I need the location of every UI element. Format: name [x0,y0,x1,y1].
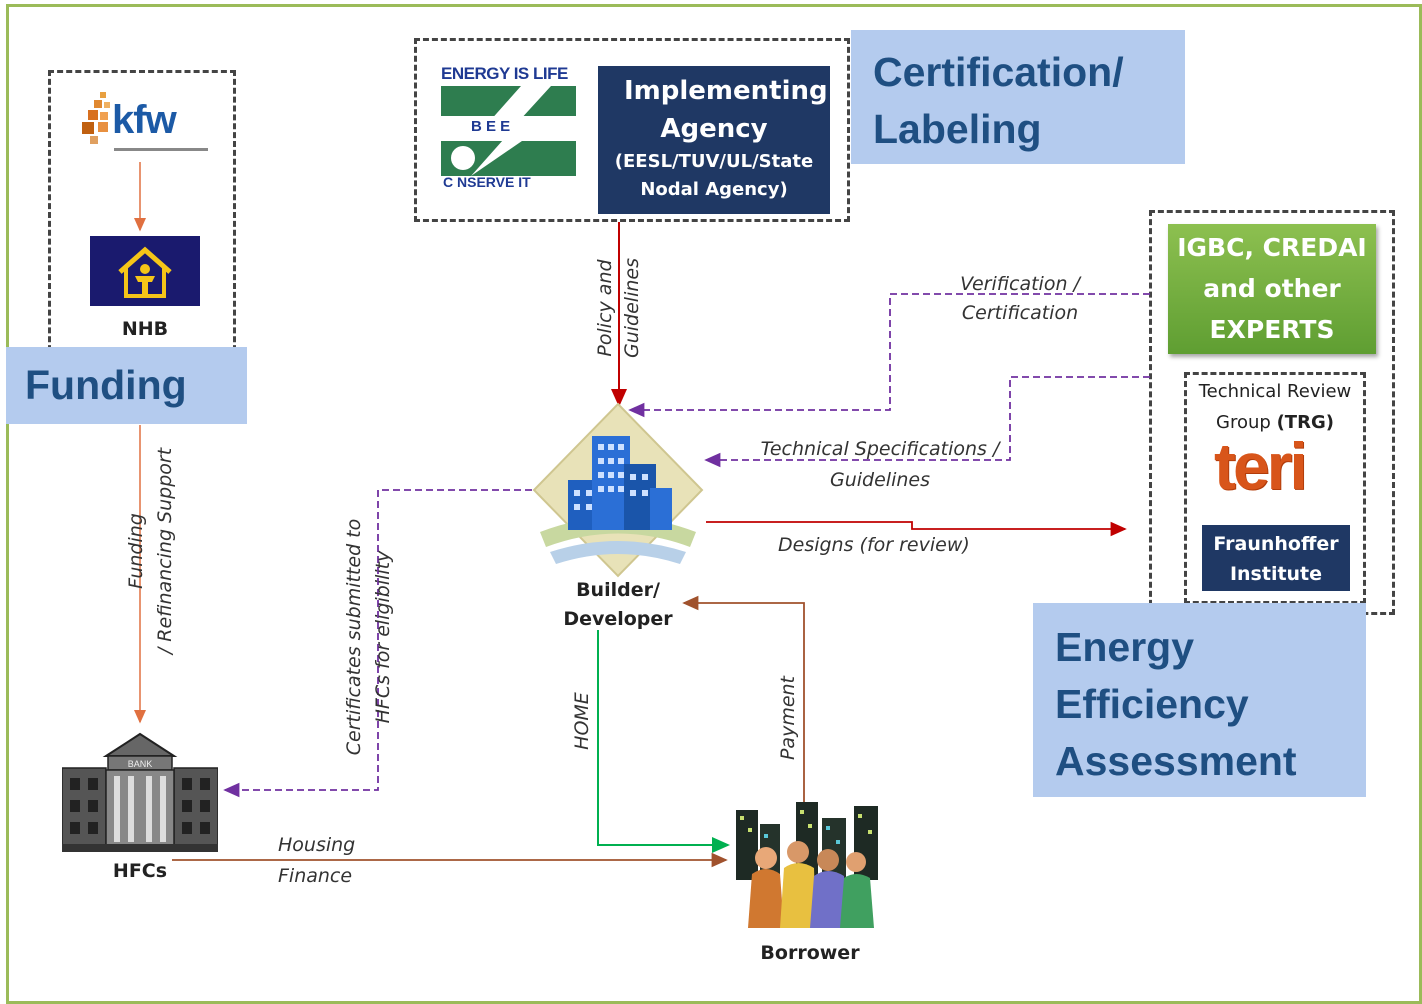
borrower-label: Borrower [760,942,860,964]
teri-logo: teri [1212,429,1342,506]
certificates-label: Certificates submitted to HFCs for eligi… [343,518,394,756]
kfw-squares-icon [82,92,110,144]
trg-label: Technical Review Group (TRG) [1186,376,1364,438]
verification-label: Verification / Certification [960,273,1080,324]
bee-bottom-text: C NSERVE IT [443,174,531,190]
igbc-experts-box: IGBC, CREDAI and other EXPERTS [1168,224,1376,354]
energy-efficiency-category-label: Energy Efficiency Assessment [1033,603,1366,797]
arrow-designs [706,521,1127,537]
svg-text:BANK: BANK [128,759,153,769]
arrow-certificates [223,489,532,798]
payment-label: Payment [777,675,799,761]
kfw-subtitle-line [114,148,208,151]
trg-group-border [1184,372,1366,604]
trg-line1: Technical Review [1198,381,1352,402]
hfcs-label: HFCs [112,860,168,882]
building-icon [530,402,706,578]
bee-logo: ENERGY IS LIFE B E E C NSERVE IT [441,64,576,190]
policy-guidelines-label: Policy and Guidelines [594,258,643,358]
kfw-logo: kfw [78,92,210,162]
implementing-agency-title: Implementing Agency [624,76,828,144]
funding-category-label: Funding [6,347,247,424]
designs-label: Designs (for review) [778,534,970,556]
arrow-payment [682,595,805,805]
kfw-text: kfw [112,98,177,142]
trg-line2: Group (TRG) [1216,412,1334,433]
builder-developer-label: Builder/ Developer [563,579,673,630]
housing-finance-label: Housing Finance [278,834,356,887]
arrow-verification [628,293,1150,418]
arrow-tech-spec [704,376,1150,468]
certification-category-label: Certification/ Labeling [851,30,1185,164]
fraunhofer-label: Fraunhoffer Institute [1213,533,1339,585]
fraunhofer-box: Fraunhoffer Institute [1202,525,1350,591]
bee-top-text: ENERGY IS LIFE [441,64,568,83]
technical-specifications-label: Technical Specifications / Guidelines [760,438,1000,491]
nhb-label: NHB [121,318,169,340]
nhb-house-icon [90,236,200,306]
implementing-agency-box: Implementing Agency (EESL/TUV/UL/State N… [598,66,830,214]
igbc-experts-label: IGBC, CREDAI and other EXPERTS [1177,233,1367,344]
arrow-home [597,630,730,853]
funding-refinancing-label: Funding / Refinancing Support [125,447,176,655]
people-icon [726,800,892,930]
teri-text: teri [1214,429,1308,503]
certification-group-border [414,38,850,222]
bee-mid-text: B E E [471,118,511,135]
bank-icon: BANK [61,728,219,854]
implementing-agency-sub: (EESL/TUV/UL/State Nodal Agency) [614,151,814,200]
home-label: HOME [571,692,593,750]
